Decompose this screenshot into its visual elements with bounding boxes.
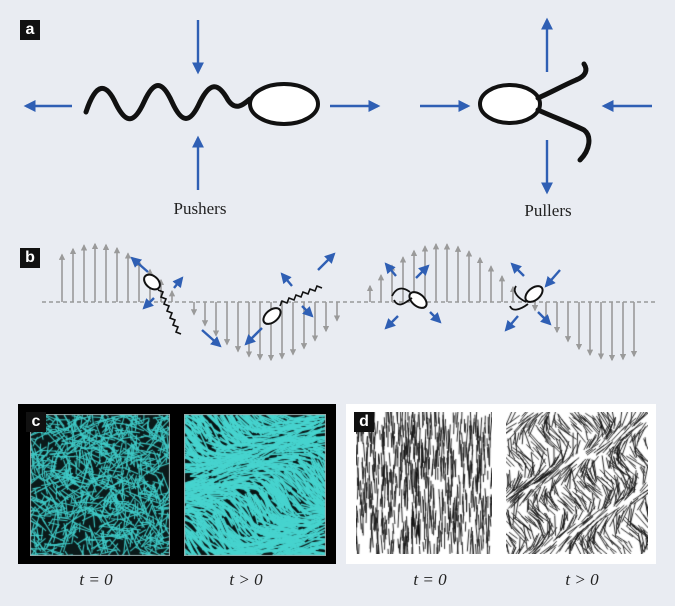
field-arrows: [58, 242, 638, 362]
caption-pullers: Pullers: [524, 201, 572, 220]
caption-pushers: Pushers: [173, 199, 227, 218]
time-label-c-t0: t = 0: [79, 570, 113, 589]
pusher-flow-arrows: [23, 20, 381, 190]
rods-t0-image: [30, 414, 170, 556]
time-label-d-tgt0: t > 0: [565, 570, 599, 589]
time-label-c-tgt0: t > 0: [229, 570, 263, 589]
puller-swimmer: [478, 61, 592, 163]
pusher-swimmer: [83, 82, 320, 126]
panel-label-c: c: [26, 412, 46, 432]
puller-flow-arrows: [420, 17, 652, 195]
panel-label-b: b: [20, 248, 40, 268]
panel-d-simulation: d: [346, 404, 656, 564]
time-label-d-t0: t = 0: [413, 570, 447, 589]
swimmer-b4: [504, 262, 561, 332]
lines-t0-image: [356, 412, 492, 554]
swimmer-b1: [130, 256, 222, 348]
panel-label-a: a: [20, 20, 40, 40]
swimmer-b3: [384, 262, 442, 330]
panel-label-d: d: [354, 412, 374, 432]
panel-c-simulation: c: [18, 404, 336, 564]
rods-tgt0-image: [184, 414, 326, 556]
swimmer-diagram: [23, 17, 655, 362]
lines-tgt0-image: [506, 412, 648, 554]
swimmer-b2: [244, 252, 336, 346]
